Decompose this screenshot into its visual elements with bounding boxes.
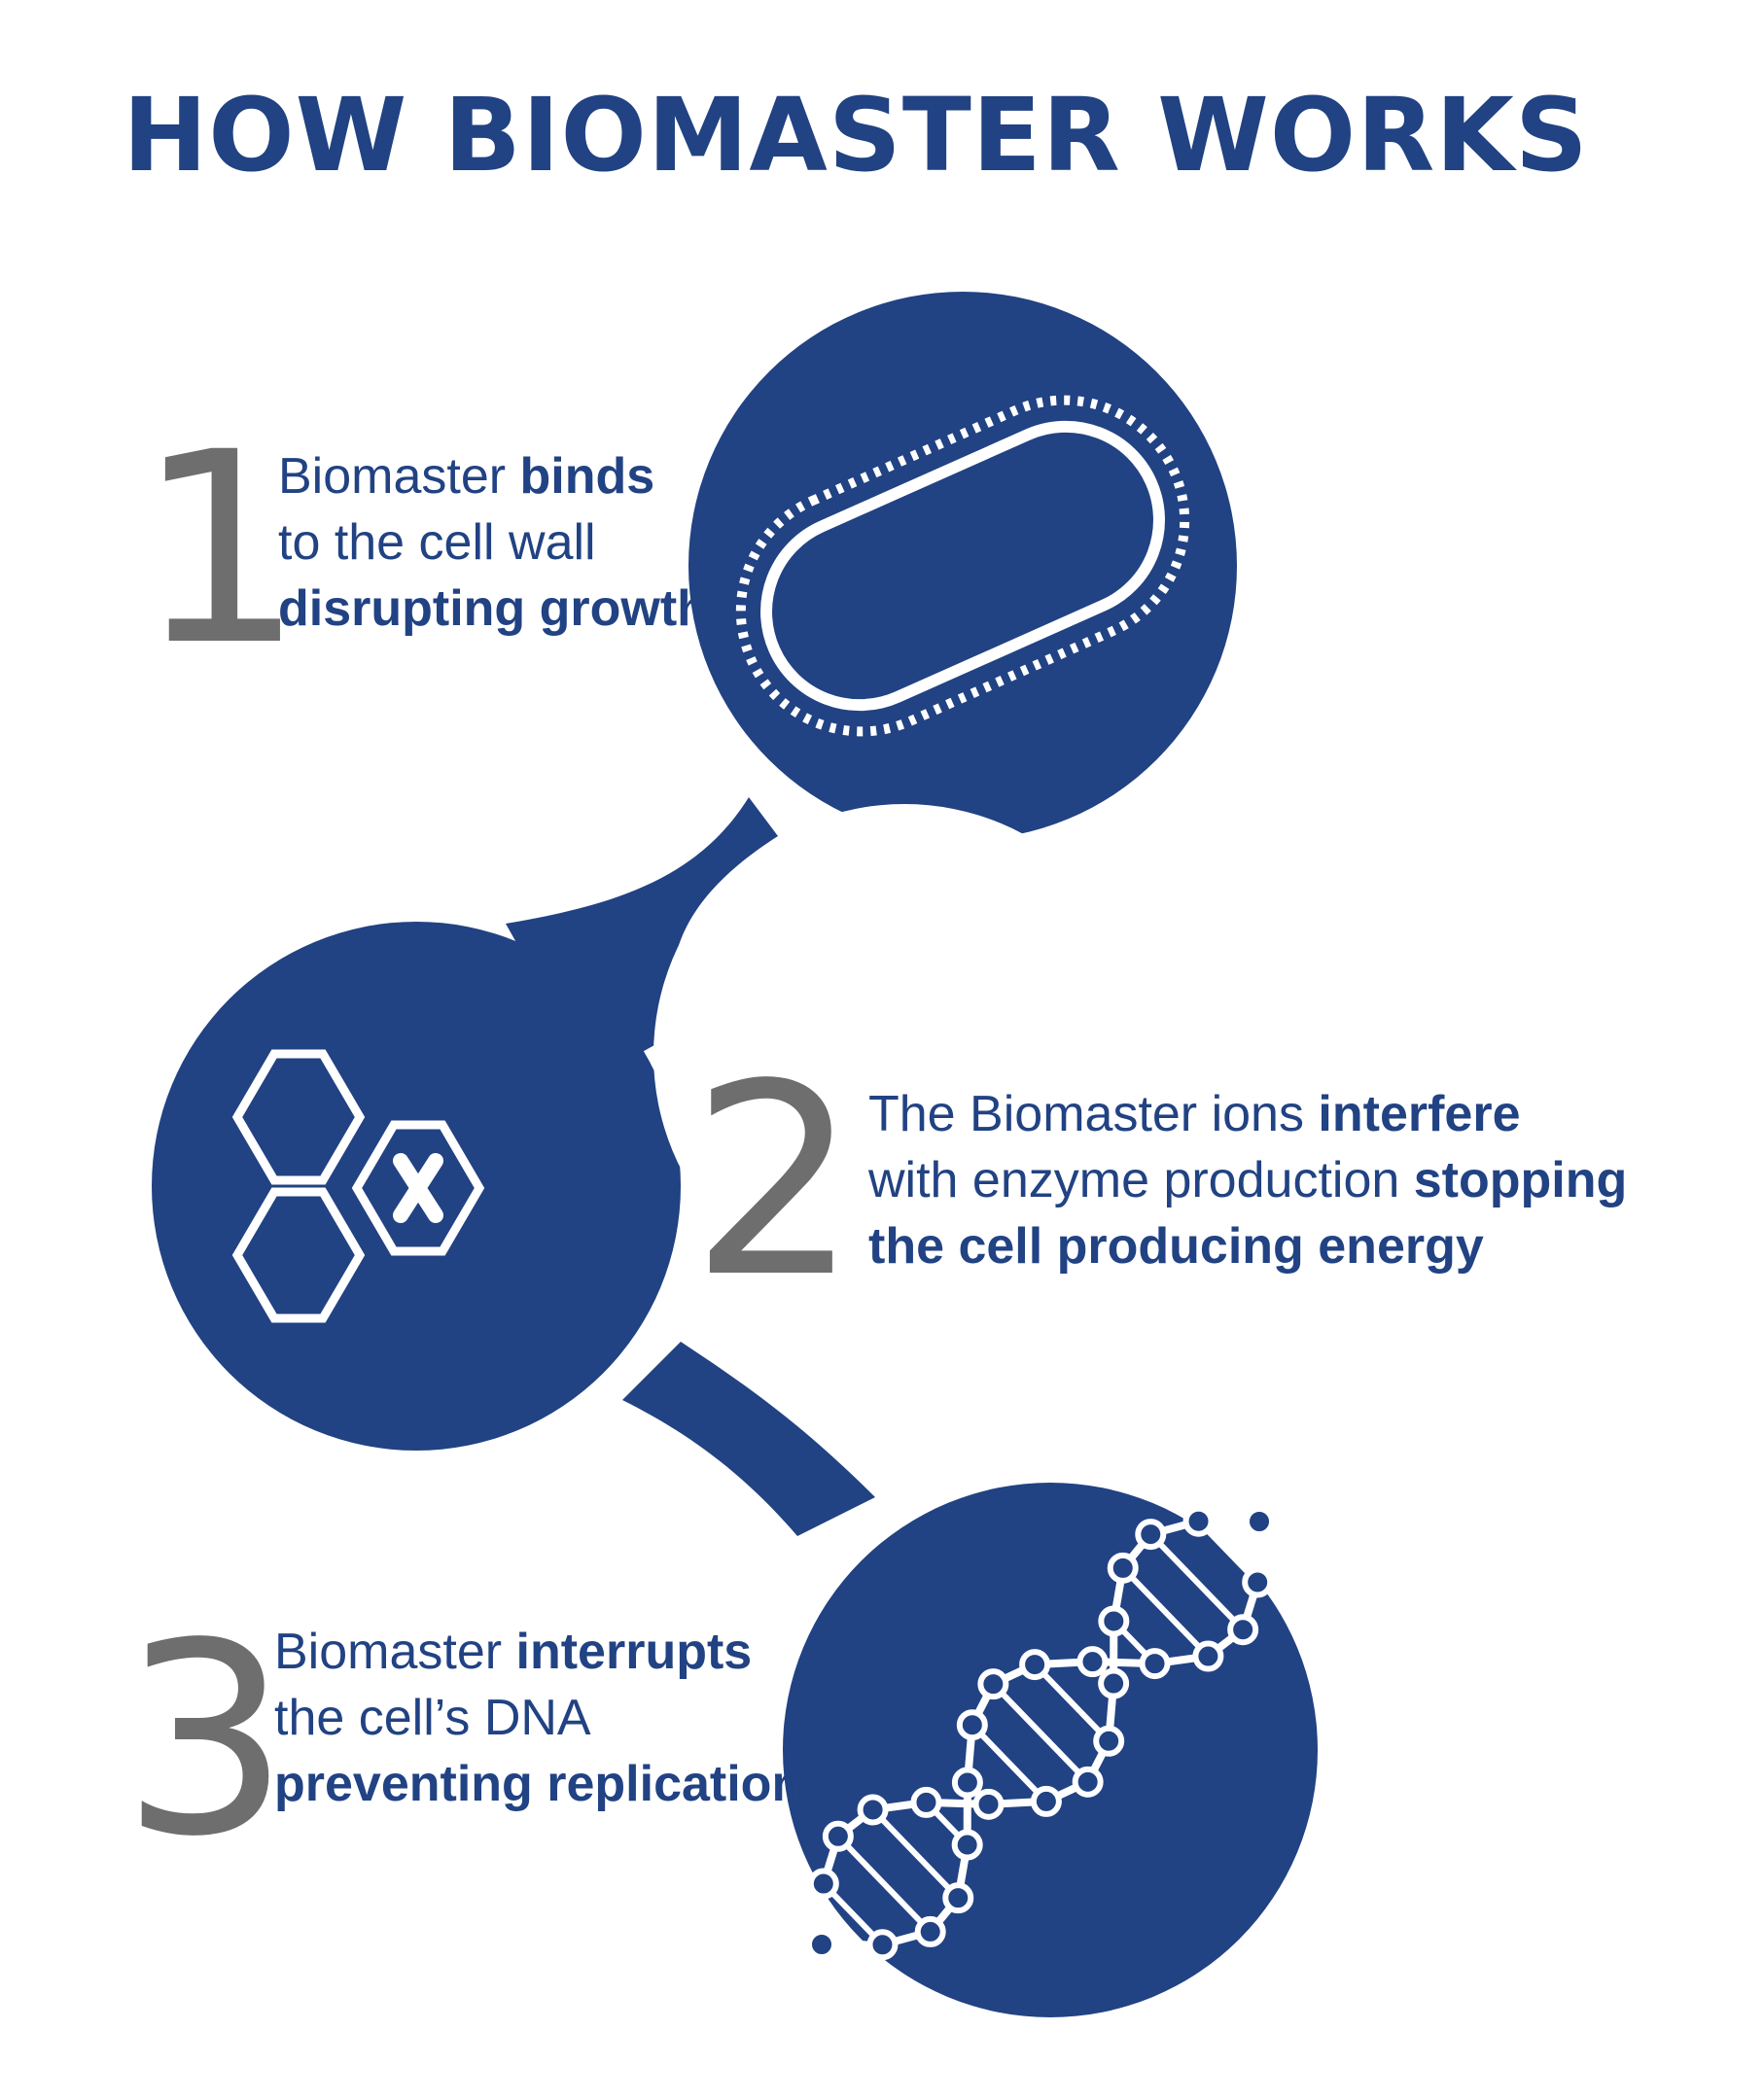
dna-node bbox=[1139, 1648, 1171, 1680]
dna-node bbox=[1076, 1646, 1109, 1678]
dna-node bbox=[1192, 1640, 1224, 1672]
step-1-text: Biomaster binds to the cell wall disrupt… bbox=[278, 443, 708, 642]
step-3-text: Biomaster interrupts the cell’s DNA prev… bbox=[274, 1619, 802, 1817]
dna-node bbox=[972, 1788, 1005, 1820]
enzyme-hexagons-icon bbox=[231, 1049, 485, 1323]
dna-node bbox=[977, 1668, 1009, 1700]
dna-node bbox=[866, 1929, 899, 1961]
dna-node bbox=[910, 1786, 942, 1818]
page-title: HOW BIOMASTER WORKS bbox=[123, 76, 1589, 194]
step-2-text: The Biomaster ions interfere with enzyme… bbox=[868, 1081, 1627, 1279]
dna-strand-segment bbox=[835, 1834, 933, 1935]
dna-node bbox=[1098, 1605, 1130, 1637]
step-1-line-1: Biomaster binds bbox=[278, 448, 655, 505]
dna-strand-segment bbox=[970, 1723, 1049, 1804]
step-1-line-3: disrupting growth bbox=[278, 580, 708, 637]
dna-helix-icon bbox=[806, 1505, 1275, 1961]
step-1-line-2: to the cell wall bbox=[278, 514, 596, 571]
step-3-line-2: the cell’s DNA bbox=[274, 1690, 591, 1746]
step-2-number: 2 bbox=[690, 1029, 860, 1336]
dna-node bbox=[1242, 1566, 1274, 1598]
dna-node bbox=[951, 1767, 983, 1799]
step-2-line-3: the cell producing energy bbox=[868, 1218, 1484, 1275]
dna-node bbox=[822, 1820, 854, 1852]
step-2-line-1: The Biomaster ions interfere bbox=[868, 1086, 1521, 1142]
dna-node bbox=[1030, 1785, 1062, 1817]
step-3-number: 3 bbox=[122, 1588, 291, 1895]
dna-node bbox=[857, 1794, 889, 1826]
dna-node bbox=[1093, 1725, 1125, 1757]
step-3-line-1: Biomaster interrupts bbox=[274, 1624, 753, 1680]
dna-node bbox=[951, 1829, 983, 1861]
step-2-line-2: with enzyme production stopping bbox=[868, 1152, 1628, 1208]
dna-node bbox=[806, 1929, 837, 1960]
dna-node bbox=[1019, 1649, 1051, 1681]
dna-node bbox=[1098, 1667, 1130, 1699]
dna-strand-segment bbox=[1148, 1531, 1246, 1632]
step-1-number: 1 bbox=[136, 397, 305, 704]
dna-node bbox=[807, 1868, 839, 1900]
dna-strand-segment bbox=[1120, 1565, 1211, 1659]
dna-strand-segment bbox=[991, 1682, 1090, 1784]
dna-strand-segment bbox=[870, 1807, 961, 1901]
dna-node bbox=[956, 1709, 988, 1741]
bacterium-cell-icon bbox=[735, 395, 1190, 737]
dna-node bbox=[942, 1882, 974, 1914]
step-3-line-3: preventing replication bbox=[274, 1756, 803, 1812]
dna-node bbox=[1244, 1506, 1275, 1537]
dna-node bbox=[1182, 1505, 1215, 1537]
dna-strand-segment bbox=[1032, 1662, 1111, 1743]
dna-node bbox=[914, 1915, 946, 1947]
dna-node bbox=[1072, 1766, 1104, 1798]
dna-node bbox=[1135, 1519, 1167, 1551]
dna-node bbox=[1107, 1552, 1139, 1584]
dna-node bbox=[1227, 1614, 1259, 1646]
